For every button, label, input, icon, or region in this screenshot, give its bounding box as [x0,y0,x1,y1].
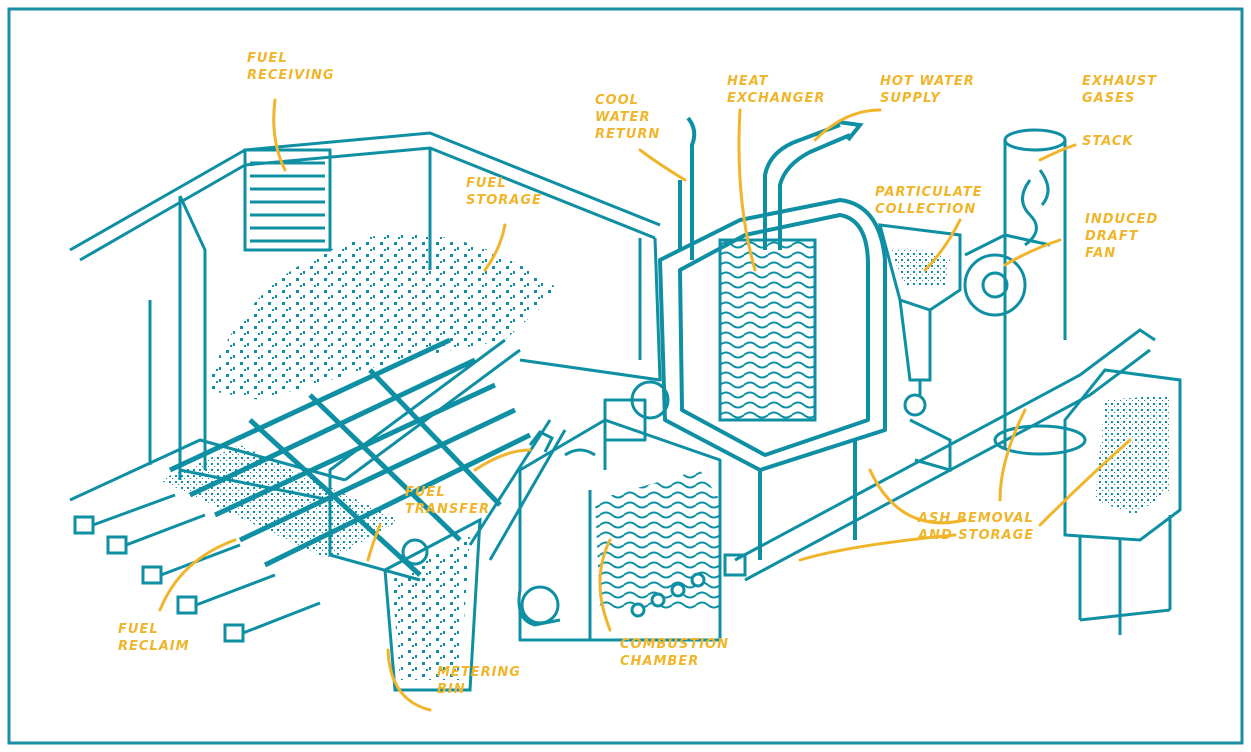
label-arrows [158,98,1132,712]
ash-storage-bin [1063,368,1182,635]
fuel-pile [205,233,560,400]
metering-bin-fuel [392,535,470,680]
exhaust-stack [993,128,1087,456]
induced-draft-fan [963,233,1051,317]
collector-fill [890,248,950,285]
metering-bin [383,517,482,692]
reclaim-fuel [160,445,400,560]
label-stack: STACK [1082,134,1134,149]
particulate-collector [877,223,962,417]
heat-exchanger-coils [718,238,817,422]
reclaim-drives [73,493,321,643]
outer-frame [7,7,1244,745]
louver-vent [243,148,332,252]
combustion-flames [595,470,720,610]
ash-storage-fill [1095,395,1170,515]
combustion-blower [517,585,561,627]
air-nozzles [630,572,706,618]
ash-conveyor [723,328,1156,582]
water-pipes [678,116,864,260]
